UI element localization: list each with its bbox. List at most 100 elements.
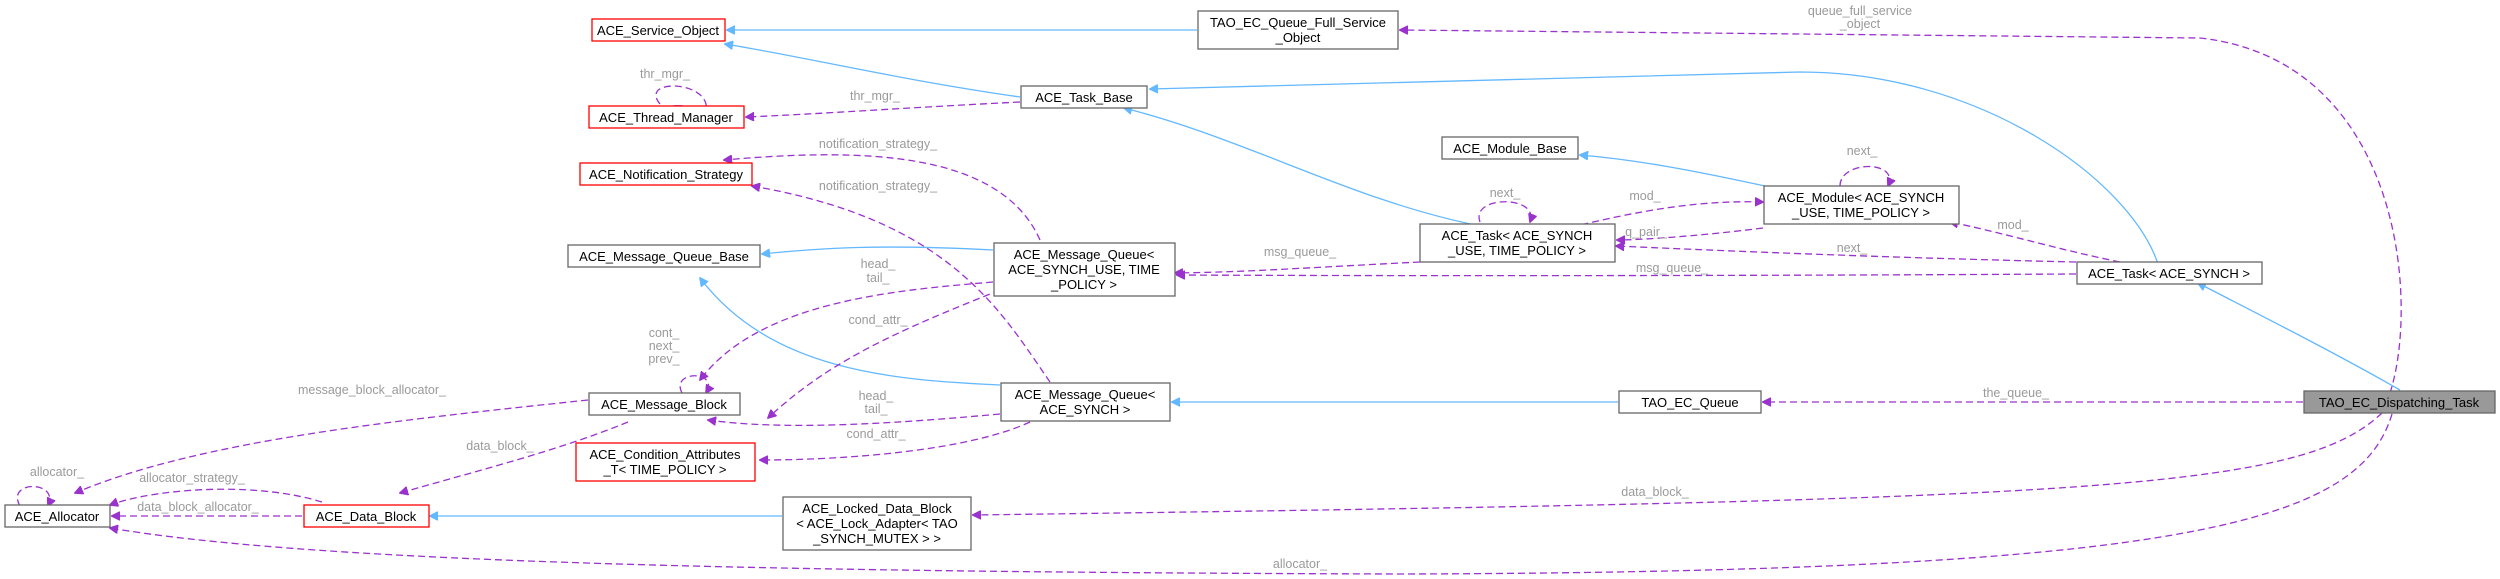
label-message-block-self-3: prev_ — [648, 352, 680, 366]
node-label: ACE_Notification_Strategy — [589, 167, 743, 182]
edge-ace-module-tp-to-ace-module-base — [1580, 155, 1766, 187]
edge-notification-strategy-mq-synch — [752, 186, 1051, 383]
node-ace-message-queue-base[interactable]: ACE_Message_Queue_Base — [567, 244, 761, 268]
edge-head-tail-mq-synch — [708, 413, 1001, 427]
node-label: ACE_Service_Object — [597, 23, 719, 38]
node-tao-ec-dispatching-task[interactable]: TAO_EC_Dispatching_Task — [2303, 390, 2496, 414]
node-label: TAO_EC_Queue — [1641, 395, 1738, 410]
node-label: ACE_Task_Base — [1035, 90, 1133, 105]
node-label-2: ACE_SYNCH > — [1040, 402, 1131, 417]
edge-data-block-message-block — [400, 421, 629, 493]
label-msg-queue-tp: msg_queue_ — [1264, 245, 1337, 259]
edge-queue-full-service-object — [1400, 30, 2402, 394]
node-ace-task-synch[interactable]: ACE_Task< ACE_SYNCH > — [2076, 261, 2263, 285]
inheritance-edges — [430, 30, 2401, 516]
node-label-2: ACE_SYNCH_USE, TIME — [1008, 262, 1160, 277]
label-data-block-locked: data_block_ — [1621, 485, 1689, 499]
label-head-tail-synch-2: tail_ — [865, 402, 889, 416]
node-ace-message-block[interactable]: ACE_Message_Block — [588, 392, 741, 416]
node-label: ACE_Data_Block — [316, 509, 417, 524]
node-ace-module-tp[interactable]: ACE_Module< ACE_SYNCH _USE, TIME_POLICY … — [1763, 185, 1960, 225]
label-next-task-synch: next_ — [1837, 241, 1869, 255]
node-ace-allocator[interactable]: ACE_Allocator — [4, 504, 111, 528]
node-ace-task-base[interactable]: ACE_Task_Base — [1020, 85, 1148, 109]
node-label-1: ACE_Condition_Attributes — [589, 447, 741, 462]
node-label-2: _USE, TIME_POLICY > — [1447, 243, 1586, 258]
label-msg-queue-task-synch: msg_queue_ — [1636, 261, 1709, 275]
label-head-tail-synch-1: head_ — [859, 389, 895, 403]
node-tao-ec-queue-full-service-object[interactable]: TAO_EC_Queue_Full_Service _Object — [1197, 10, 1399, 50]
node-ace-task-tp[interactable]: ACE_Task< ACE_SYNCH _USE, TIME_POLICY > — [1419, 223, 1616, 263]
label-head-tail-tp-2: tail_ — [867, 271, 891, 285]
label-head-tail-tp-1: head_ — [861, 257, 897, 271]
edge-ace-task-synch-to-ace-task-base — [1150, 71, 2159, 265]
label-queue-full-service-object-2: _object — [1839, 17, 1881, 31]
edge-allocator-dispatching — [110, 413, 2393, 575]
node-ace-message-queue-tp[interactable]: ACE_Message_Queue< ACE_SYNCH_USE, TIME _… — [993, 242, 1176, 297]
node-label-1: ACE_Message_Queue< — [1014, 247, 1155, 262]
label-thr-mgr-self: thr_mgr_ — [640, 67, 691, 81]
label-allocator-self: allocator_ — [30, 465, 85, 479]
label-data-block-allocator: data_block_allocator_ — [137, 500, 260, 514]
edge-module-self — [1839, 166, 1890, 187]
label-notification-strategy-2: notification_strategy_ — [819, 179, 938, 193]
node-label: TAO_EC_Dispatching_Task — [2319, 395, 2480, 410]
edge-ace-message-queue-synch-to-ace-message-queue-base — [700, 278, 1001, 386]
node-ace-service-object[interactable]: ACE_Service_Object — [591, 18, 726, 42]
edge-task-tp-self — [1478, 201, 1531, 222]
edge-allocator-strategy — [110, 488, 323, 505]
node-label-3: _SYNCH_MUTEX > > — [812, 531, 941, 546]
node-ace-thread-manager[interactable]: ACE_Thread_Manager — [588, 105, 745, 129]
label-cond-attr-synch: cond_attr_ — [846, 427, 906, 441]
node-label: ACE_Message_Block — [601, 397, 727, 412]
node-ace-data-block[interactable]: ACE_Data_Block — [303, 504, 430, 528]
edge-cond-attr-mq-tp — [768, 289, 1001, 418]
edge-q-pair-module-to-task-tp — [1617, 227, 1764, 240]
node-ace-condition-attributes[interactable]: ACE_Condition_Attributes _T< TIME_POLICY… — [575, 442, 756, 482]
edge-ace-task-base-to-ace-service-object — [725, 44, 1021, 98]
node-ace-message-queue-synch[interactable]: ACE_Message_Queue< ACE_SYNCH > — [1000, 382, 1171, 422]
label-the-queue: the_queue_ — [1983, 386, 2050, 400]
node-ace-locked-data-block[interactable]: ACE_Locked_Data_Block < ACE_Lock_Adapter… — [782, 496, 972, 551]
edge-cond-attr-mq-synch — [760, 421, 1031, 460]
label-notification-strategy-1: notification_strategy_ — [819, 137, 938, 151]
edge-msg-queue-task-tp — [1175, 261, 1421, 273]
edge-ace-message-queue-tp-to-ace-message-queue-base — [762, 246, 994, 254]
node-label: ACE_Allocator — [15, 509, 100, 524]
label-mod-task-synch: mod_ — [1997, 218, 2029, 232]
node-label-2: _Object — [1275, 30, 1321, 45]
edge-next-task-synch-to-task-tp — [1616, 246, 2077, 263]
edge-data-block-locked — [973, 412, 2383, 515]
node-label-1: ACE_Task< ACE_SYNCH — [1442, 228, 1593, 243]
label-q-pair: q_pair_ — [1625, 225, 1668, 239]
node-tao-ec-queue[interactable]: TAO_EC_Queue — [1618, 390, 1762, 414]
edge-notification-strategy-mq-tp — [724, 154, 1041, 241]
edge-mod-task-tp-to-module — [1559, 202, 1763, 231]
edge-allocator-self — [16, 486, 49, 507]
node-label-2: _T< TIME_POLICY > — [602, 462, 726, 477]
edge-tao-ec-dispatching-task-to-ace-task-synch — [2198, 283, 2401, 391]
edge-thr-mgr-task-base — [746, 101, 1021, 117]
node-label-2: < ACE_Lock_Adapter< TAO — [796, 516, 957, 531]
edge-msg-queue-task-synch — [1177, 274, 2077, 276]
edge-ace-task-tp-to-ace-task-base — [1124, 108, 1481, 227]
edge-message-block-self — [679, 375, 708, 393]
node-ace-module-base[interactable]: ACE_Module_Base — [1441, 136, 1579, 160]
node-label-1: ACE_Message_Queue< — [1015, 387, 1156, 402]
label-allocator-dispatching: allocator_ — [1273, 557, 1328, 571]
edge-head-tail-mq-tp — [700, 281, 994, 380]
label-cond-attr-tp: cond_attr_ — [848, 313, 908, 327]
node-ace-notification-strategy[interactable]: ACE_Notification_Strategy — [579, 162, 753, 186]
label-message-block-self-2: next_ — [649, 339, 681, 353]
label-allocator-strategy: allocator_strategy_ — [139, 471, 246, 485]
node-label-1: TAO_EC_Queue_Full_Service — [1210, 15, 1386, 30]
edge-message-block-allocator — [75, 399, 589, 493]
label-module-next: next_ — [1847, 144, 1879, 158]
node-label-1: ACE_Module< ACE_SYNCH — [1778, 190, 1945, 205]
node-label: ACE_Message_Queue_Base — [579, 249, 749, 264]
edge-labels: queue_full_service _object thr_mgr_ thr_… — [30, 4, 2050, 571]
label-queue-full-service-object-1: queue_full_service — [1808, 4, 1912, 18]
label-message-block-allocator: message_block_allocator_ — [298, 383, 447, 397]
label-mod-task-tp: mod_ — [1629, 189, 1661, 203]
